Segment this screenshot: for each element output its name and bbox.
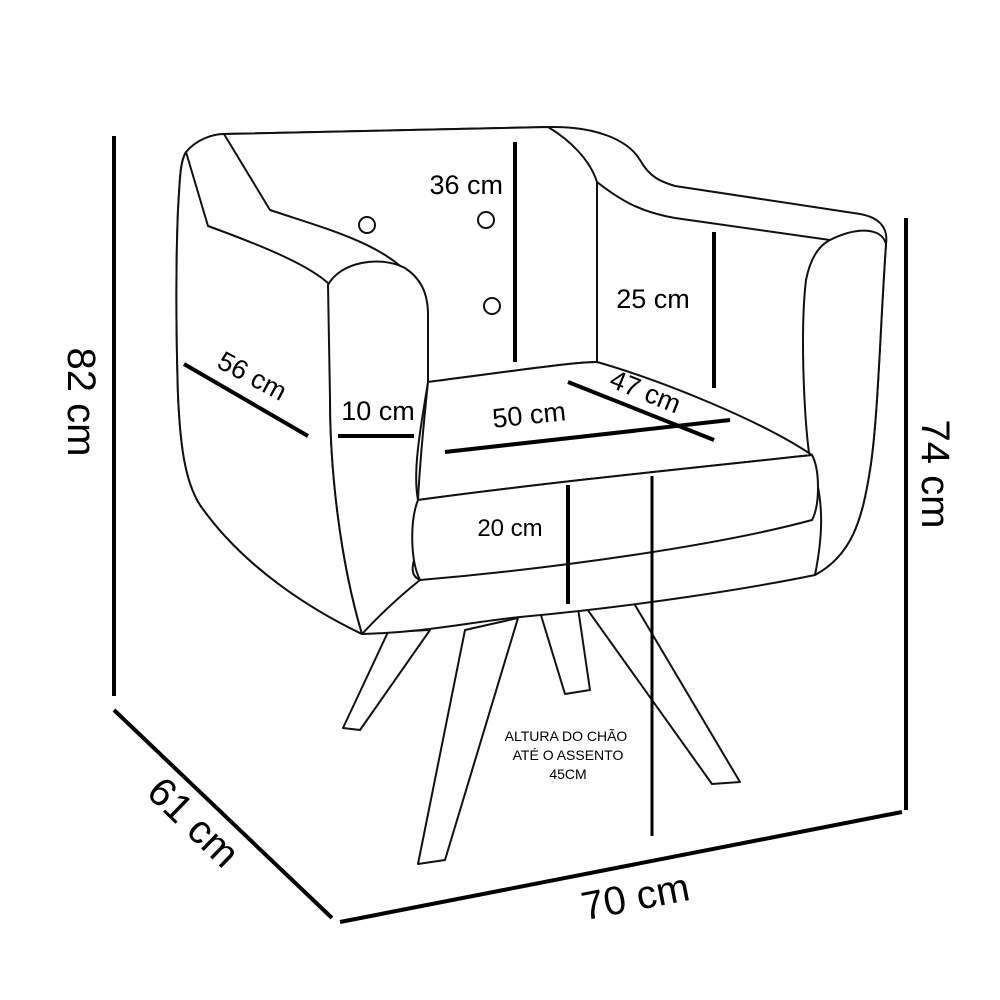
tuft-button-2 xyxy=(477,211,495,229)
label-82cm: 82 cm xyxy=(59,348,103,457)
label-70cm: 70 cm xyxy=(578,865,693,929)
dim-line-70 xyxy=(339,810,903,924)
leg-back-left xyxy=(342,629,431,731)
note-line-2: ATÉ O ASSENTO xyxy=(513,747,624,763)
seat-front xyxy=(411,454,819,581)
label-10cm: 10 cm xyxy=(341,396,415,426)
dim-line-47 xyxy=(567,380,715,442)
label-74cm: 74 cm xyxy=(913,420,957,529)
leg-back-center xyxy=(539,607,591,695)
tuft-button-1 xyxy=(358,216,376,234)
dim-line-56 xyxy=(182,362,310,438)
chair-body xyxy=(175,125,888,635)
label-36cm: 36 cm xyxy=(429,170,503,200)
label-20cm: 20 cm xyxy=(477,515,542,542)
right-back-edge xyxy=(596,181,831,241)
dim-line-61 xyxy=(112,708,334,920)
note-line-1: ALTURA DO CHÃO xyxy=(505,728,628,744)
dim-line-50 xyxy=(444,418,731,454)
leg-front-left xyxy=(417,617,519,865)
note-line-3: 45CM xyxy=(549,766,586,782)
chair-legs xyxy=(342,599,741,865)
dimension-lines xyxy=(112,136,908,924)
right-arm-pad xyxy=(802,229,887,576)
label-25cm: 25 cm xyxy=(616,284,690,314)
tuft-button-3 xyxy=(483,297,501,315)
